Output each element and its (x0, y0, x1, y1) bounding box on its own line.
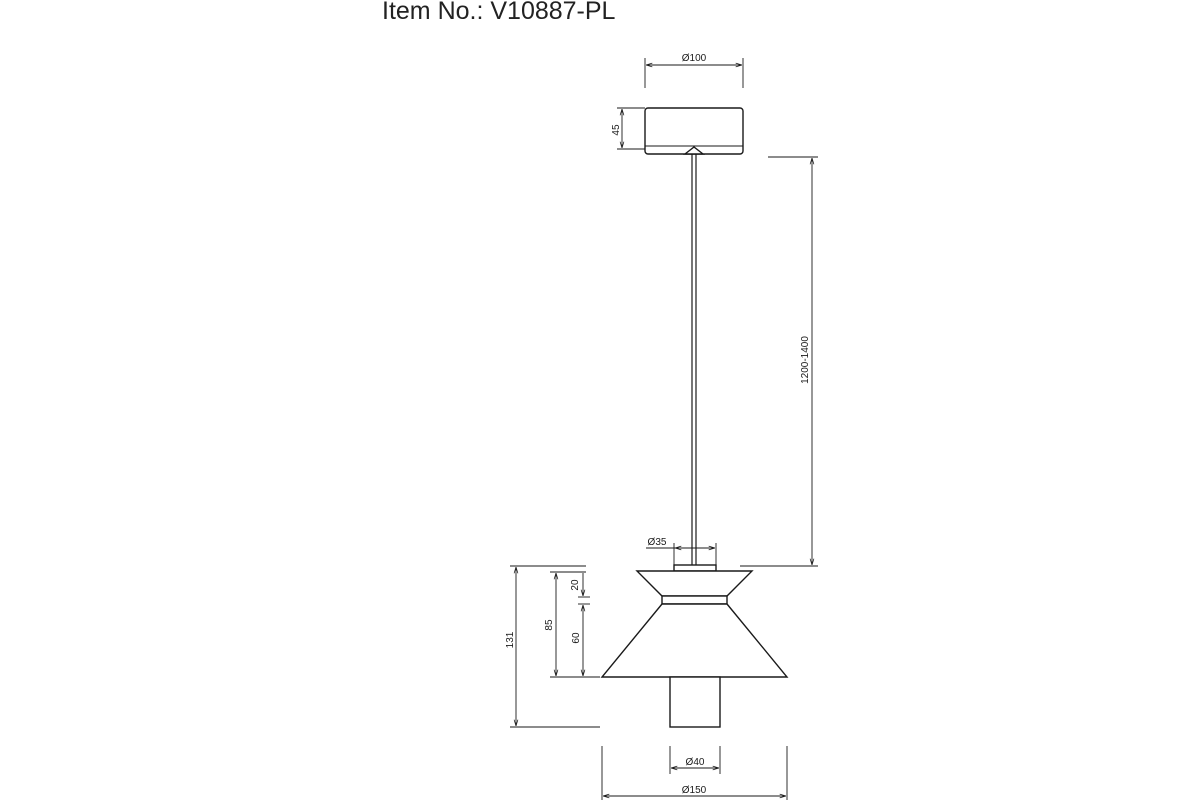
cable-grip (682, 146, 706, 155)
dim-cable-length: 1200-1400 (740, 156, 818, 567)
bottom-cylinder (669, 676, 721, 728)
label-cable-length: 1200-1400 (800, 336, 811, 384)
label-lower-shade-height: 60 (571, 632, 582, 644)
item-number-title: Item No.: V10887-PL (382, 0, 616, 25)
lamp-shade (600, 564, 789, 728)
canopy (644, 107, 744, 155)
dim-bottom-diameter: Ø40 (669, 746, 721, 774)
label-total-height: 131 (505, 631, 516, 648)
upper-shade (635, 570, 754, 597)
suspension-cable (691, 154, 697, 566)
label-canopy-height: 45 (611, 124, 622, 136)
label-canopy-diameter: Ø100 (682, 53, 707, 64)
dim-top-diameter: Ø35 (646, 537, 717, 565)
dim-canopy-diameter: Ø100 (644, 53, 744, 88)
label-shade-diameter: Ø150 (682, 785, 707, 796)
shade-band (661, 595, 728, 605)
top-cap (673, 564, 717, 572)
dim-shade-height: 85 (544, 571, 600, 678)
dim-total-height: 131 (505, 565, 600, 728)
label-shade-height: 85 (544, 619, 555, 631)
dim-lower-shade-height: 60 (571, 605, 583, 676)
dim-shade-diameter: Ø150 (601, 746, 788, 800)
label-top-diameter: Ø35 (648, 537, 667, 548)
label-band-height: 20 (570, 579, 581, 591)
dim-band-height: 20 (570, 573, 590, 605)
dim-canopy-height: 45 (611, 107, 645, 150)
label-bottom-diameter: Ø40 (686, 757, 705, 768)
lower-shade (600, 603, 789, 678)
